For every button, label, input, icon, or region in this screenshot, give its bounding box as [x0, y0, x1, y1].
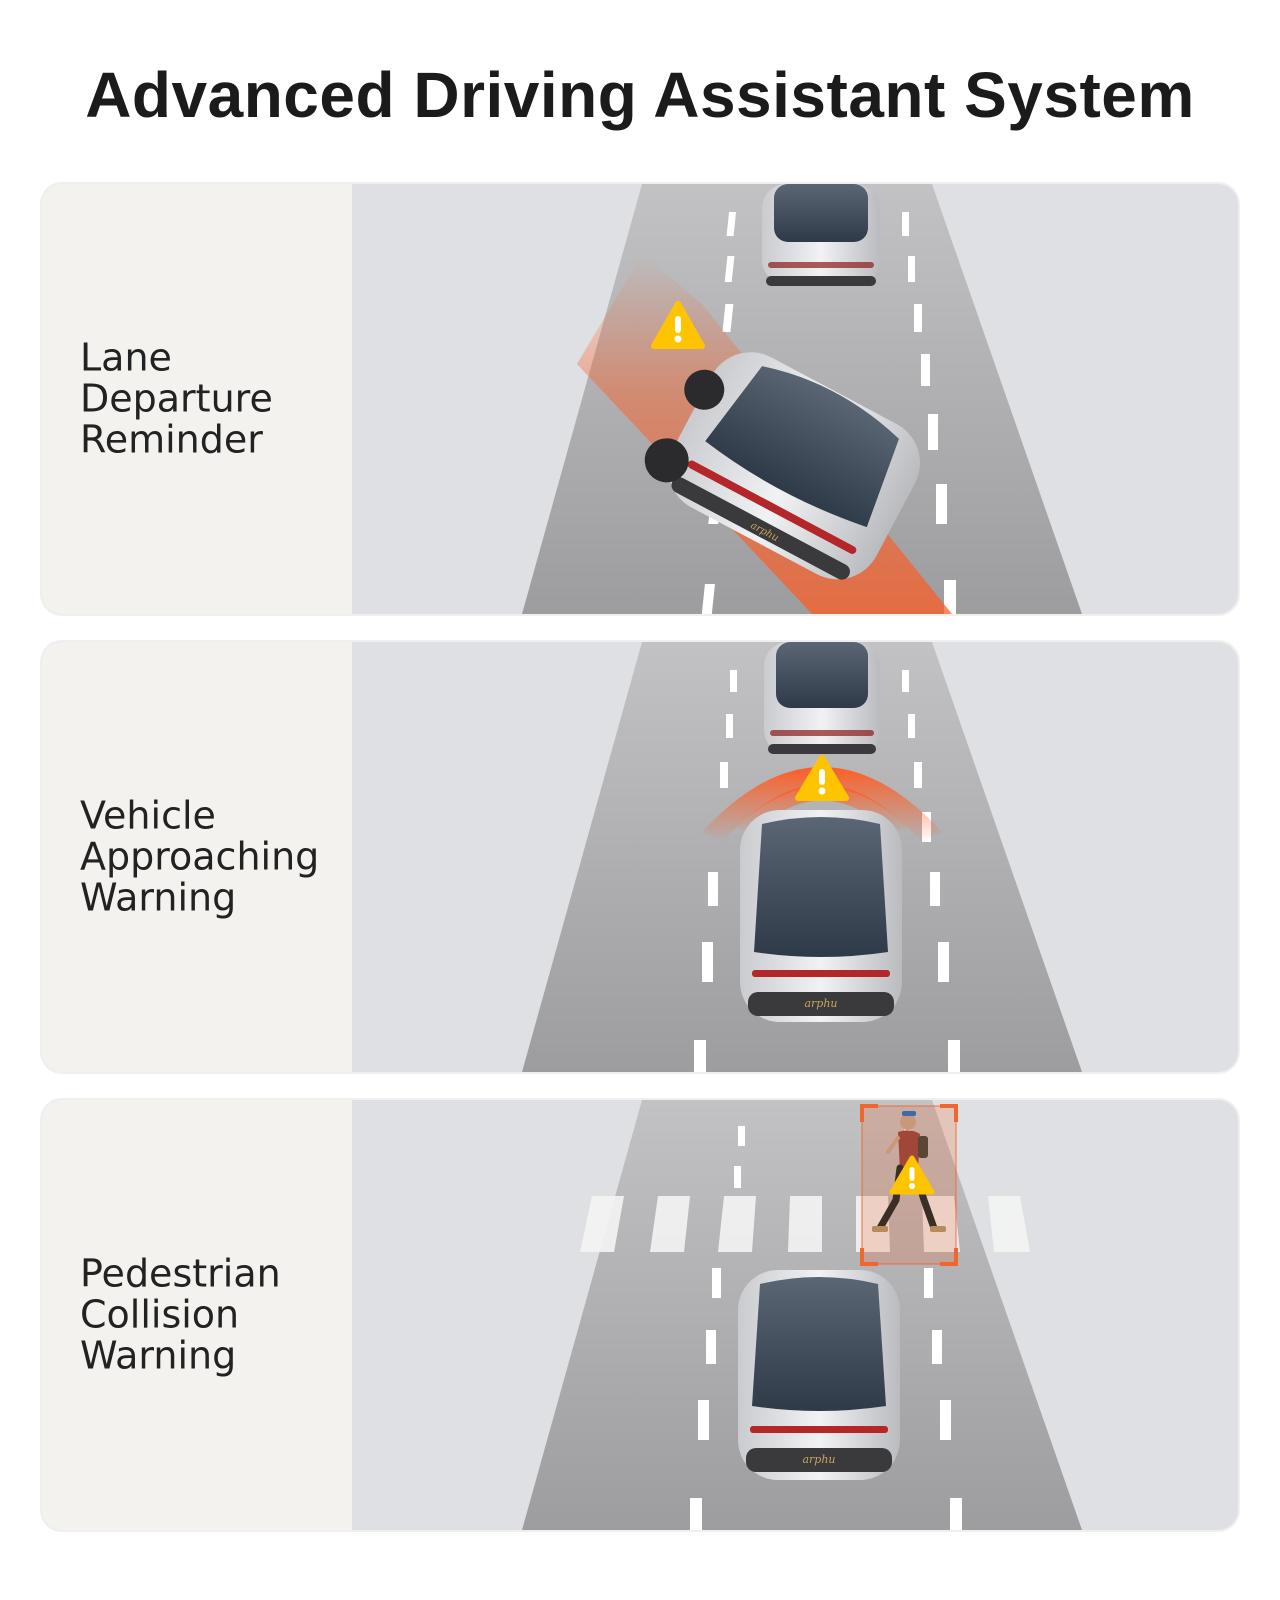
approach-arc-outer [702, 767, 942, 842]
warning-triangle-icon [889, 1155, 935, 1195]
label-panel: Lane Departure Reminder [42, 184, 352, 614]
approach-arc-inner [737, 784, 907, 834]
car-icon: arphu [644, 352, 921, 580]
warning-triangle-icon [795, 755, 849, 801]
feature-label-line: Pedestrian [80, 1251, 281, 1296]
car-badge: arphu [804, 997, 837, 1010]
car-badge: arphu [802, 1453, 835, 1466]
car-icon: arphu [738, 1270, 900, 1480]
feature-label-line: Collision [80, 1292, 240, 1337]
car-icon: arphu [740, 810, 902, 1022]
feature-label-line: Departure [80, 376, 273, 421]
feature-label-line: Approaching [80, 834, 320, 879]
warning-triangle-icon [651, 301, 705, 349]
feature-label: Lane Departure Reminder [80, 335, 340, 462]
feature-label-line: Lane [80, 335, 172, 380]
crosswalk [580, 1196, 1030, 1252]
feature-label-line: Vehicle [80, 793, 216, 838]
label-panel: Pedestrian Collision Warning [42, 1100, 352, 1530]
label-panel: Vehicle Approaching Warning [42, 642, 352, 1072]
feature-label-line: Warning [80, 1333, 237, 1378]
page-title: Advanced Driving Assistant System [85, 59, 1195, 131]
lane-markings [701, 212, 956, 614]
feature-label: Pedestrian Collision Warning [80, 1251, 340, 1378]
car-icon [764, 642, 880, 754]
feature-card-pedestrian-collision: Pedestrian Collision Warning [42, 1100, 1238, 1530]
feature-label-line: Reminder [80, 417, 263, 462]
lane-departure-scene: arphu [522, 184, 1082, 614]
feature-label: Vehicle Approaching Warning [80, 793, 340, 920]
feature-label-line: Warning [80, 875, 237, 920]
car-icon [762, 184, 880, 286]
feature-card-vehicle-approaching: Vehicle Approaching Warning [42, 642, 1238, 1072]
feature-card-lane-departure: Lane Departure Reminder [42, 184, 1238, 614]
pedestrian-collision-scene: arphu [522, 1100, 1082, 1530]
vehicle-approaching-scene: arphu [522, 642, 1082, 1072]
